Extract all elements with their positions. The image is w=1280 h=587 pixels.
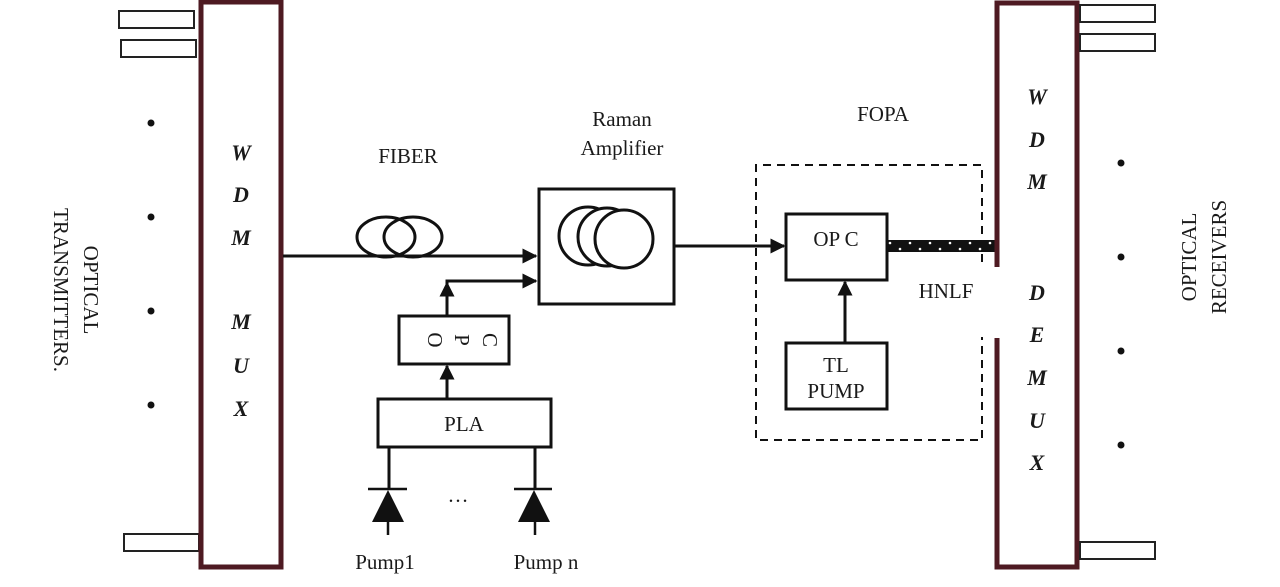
fiber: FIBER (283, 144, 538, 264)
demux-letter: M (1026, 169, 1048, 194)
ellipsis-dot (147, 213, 155, 221)
mux-letter: M (230, 225, 252, 250)
transmitter-group: OPTICAL TRANSMITTERS. (49, 10, 200, 552)
demux-letter: W (1027, 84, 1048, 109)
hnlf-dots (888, 241, 992, 251)
receiver-box (1079, 541, 1156, 560)
demux-letter: D (1028, 127, 1045, 152)
pla-box (376, 397, 553, 449)
transmitters-label-line1: OPTICAL (79, 246, 103, 335)
mux-letter: W (231, 140, 252, 165)
receivers-label-line2: RECEIVERS (1207, 200, 1231, 314)
tl-pump-label-line1: TL (823, 353, 849, 377)
pla: PLA (376, 397, 553, 449)
hnlf-dot (898, 247, 902, 251)
pump-1: Pump1 (355, 447, 415, 574)
pumps-ellipsis: … (448, 483, 469, 507)
hnlf-dot (938, 247, 942, 251)
demux-letter: D (1028, 280, 1045, 305)
hnlf-dot (948, 241, 952, 245)
mux-letter: M (230, 309, 252, 334)
mux-letter: X (233, 396, 250, 421)
tl-pump-label-line2: PUMP (807, 379, 864, 403)
transmitter-box (118, 10, 195, 29)
fiber-label: FIBER (378, 144, 438, 168)
fopa-opc-box (784, 212, 889, 282)
transmitters-label-line2: TRANSMITTERS. (49, 208, 73, 372)
wdm-demux: W D M D E M U X (994, 0, 1080, 570)
pump-n: Pump n (514, 447, 579, 574)
demux-letter: M (1026, 365, 1048, 390)
wdm-demux-box (994, 0, 1080, 570)
pump-opc-letter: O (423, 332, 447, 347)
laser-diode-icon (372, 490, 404, 522)
transmitter-box (120, 39, 197, 58)
demux-letter: X (1029, 450, 1046, 475)
pump-opc-letter: C (478, 333, 502, 347)
hnlf-dot (958, 247, 962, 251)
raman-amplifier: Raman Amplifier (537, 107, 676, 306)
pla-label: PLA (444, 412, 485, 436)
fopa: FOPA OP C HNLF TL PUMP (755, 102, 999, 441)
ellipsis-dot (1117, 347, 1125, 355)
pump-n-label: Pump n (514, 550, 579, 574)
hnlf-dot (978, 247, 982, 251)
fopa-label: FOPA (857, 102, 910, 126)
pump-1-label: Pump1 (355, 550, 415, 574)
receivers-label-line1: OPTICAL (1177, 213, 1201, 302)
hnlf-dot (928, 241, 932, 245)
hnlf-fiber (887, 240, 999, 252)
pump-feed-line (445, 273, 538, 298)
hnlf-dot (918, 247, 922, 251)
wdm-mux: W D M M U X (198, 0, 284, 570)
receiver-box (1079, 33, 1156, 52)
hnlf-dot (988, 241, 992, 245)
fopa-opc-label: OP C (813, 227, 858, 251)
demux-letter: U (1029, 408, 1046, 433)
pump-opc-letter: P (450, 334, 474, 346)
fiber-coil-icon (355, 215, 417, 259)
ellipsis-dot (1117, 253, 1125, 261)
hnlf-dot (908, 241, 912, 245)
ellipsis-dot (147, 119, 155, 127)
demux-letter: E (1029, 322, 1045, 347)
ellipsis-dot (147, 307, 155, 315)
receiver-group: OPTICAL RECEIVERS (1079, 4, 1231, 560)
receiver-box (1079, 4, 1156, 23)
pump-opc: O P C (397, 314, 511, 366)
ellipsis-dot (147, 401, 155, 409)
transmitter-box (123, 533, 200, 552)
hnlf-dot (968, 241, 972, 245)
fiber-coil-icon (382, 215, 444, 259)
raman-coil-icon (593, 208, 655, 270)
raman-label-line2: Amplifier (581, 136, 664, 160)
wdm-mux-box (198, 0, 284, 570)
ellipsis-dot (1117, 441, 1125, 449)
hnlf-dot (888, 241, 892, 245)
fopa-boundary (755, 164, 983, 441)
tl-pump-box (784, 341, 889, 411)
hnlf-label: HNLF (919, 279, 974, 303)
mux-letter: U (233, 353, 250, 378)
laser-diode-icon (518, 490, 550, 522)
mux-letter: D (232, 182, 249, 207)
ellipsis-dot (1117, 159, 1125, 167)
raman-label-line1: Raman (592, 107, 652, 131)
pump-opc-box (397, 314, 511, 366)
